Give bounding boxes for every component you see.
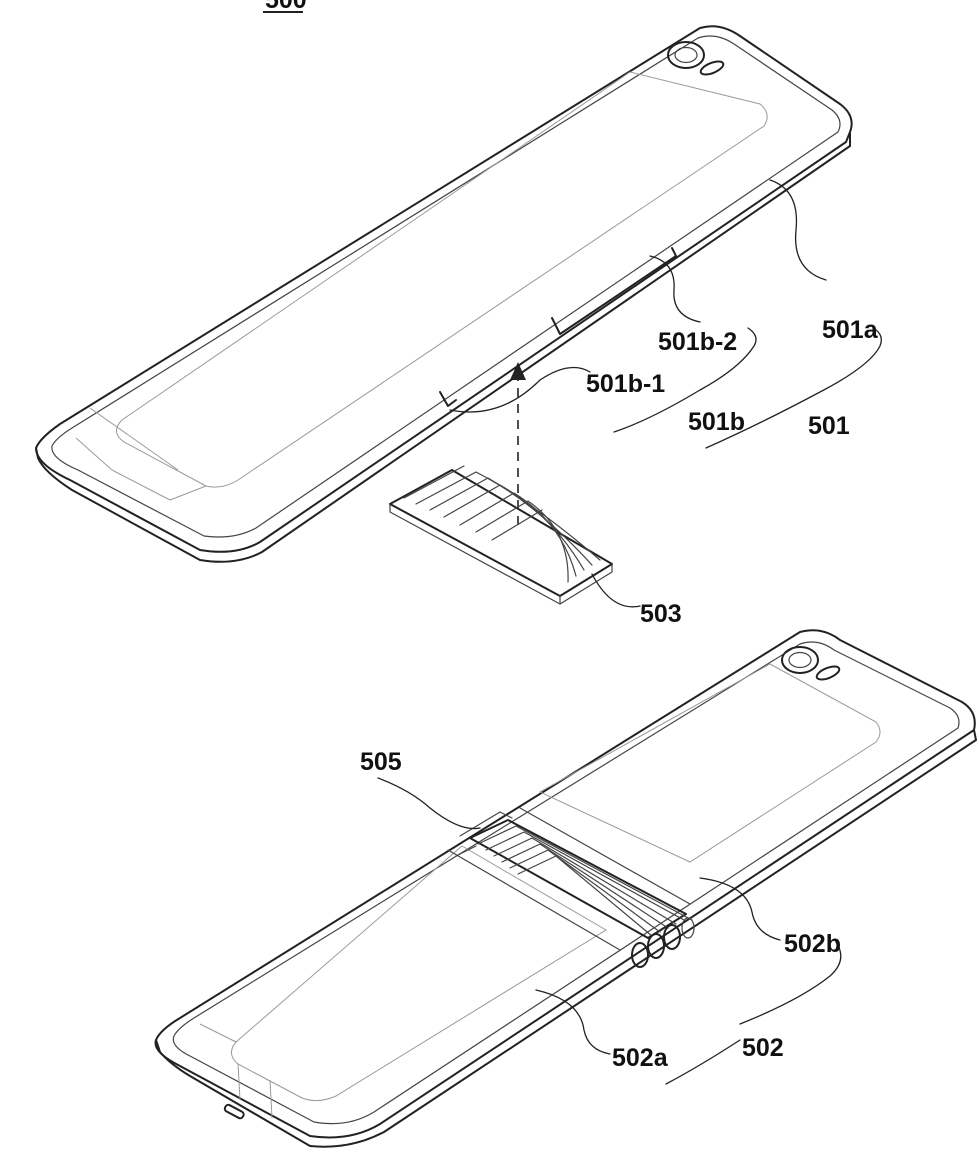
upper-housing-501 [35,25,853,563]
label-502: 502 [742,1034,784,1062]
label-501: 501 [808,412,850,440]
label-501b-2: 501b-2 [658,328,737,356]
label-501a: 501a [822,316,879,344]
flexible-connector-503 [389,465,613,605]
camera-icon-lower [781,646,819,674]
label-502a: 502a [612,1044,669,1072]
label-505: 505 [360,748,402,776]
label-501b-1: 501b-1 [586,370,665,398]
label-502b: 502b [784,930,841,958]
reference-labels: 501a 501b-2 501b-1 501b 501 503 505 502b… [360,316,879,1072]
usb-port-icon [223,1103,245,1120]
flash-icon [699,60,725,76]
figure-number: 500 [265,0,307,14]
label-503: 503 [640,600,682,628]
camera-icon [667,41,705,69]
assembly-arrow [510,362,526,525]
lower-housing-502 [154,629,977,1148]
label-501b: 501b [688,408,745,436]
leader-lines [377,179,882,1085]
flash-icon-lower [815,665,841,681]
